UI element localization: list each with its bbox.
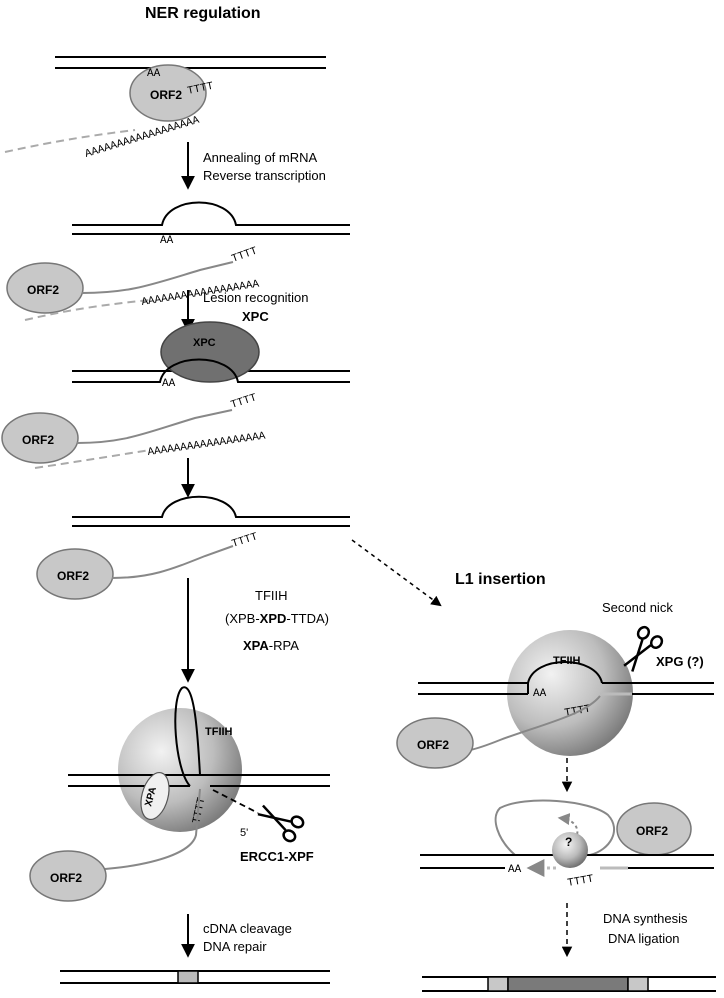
aa-label-l1-2: AA bbox=[508, 864, 522, 876]
l1-stage-1: Second nick TFIIH AA TTTT ORF2 XPG (?) bbox=[396, 600, 714, 793]
step-dna-ligation: DNA ligation bbox=[608, 931, 680, 946]
insert-flank-right bbox=[627, 976, 649, 992]
step-cdna-cleavage: cDNA cleavage bbox=[203, 921, 292, 936]
xpc-label: XPC bbox=[193, 337, 216, 349]
title-l1-insertion: L1 insertion bbox=[455, 571, 546, 588]
step-dna-synthesis: DNA synthesis bbox=[603, 911, 688, 926]
tfiih-label-l1: TFIIH bbox=[553, 655, 581, 667]
cleavage-line bbox=[212, 789, 259, 814]
tttt-label-l1-2: TTTT bbox=[567, 873, 595, 889]
tfiih-sphere-l1 bbox=[507, 630, 633, 756]
stage-6-repaired-dna bbox=[60, 970, 330, 984]
tfiih-label: TFIIH bbox=[205, 726, 233, 738]
step-xpc: XPC bbox=[242, 309, 269, 324]
step-lesion-recognition: Lesion recognition bbox=[203, 290, 309, 305]
scissors-icon-l1 bbox=[623, 625, 664, 672]
title-ner-regulation: NER regulation bbox=[145, 5, 261, 22]
tttt-label-5: TTTT bbox=[191, 796, 208, 825]
tttt-label: TTTT bbox=[186, 81, 215, 98]
xpa-label: XPA bbox=[143, 786, 159, 808]
step-tfiih: TFIIH bbox=[255, 588, 288, 603]
orf2-label-l1: ORF2 bbox=[417, 738, 449, 752]
stage-3: XPC AA ORF2 TTTT AAAAAAAAAAAAAAAAAA bbox=[1, 321, 350, 498]
orf2-protein-2 bbox=[6, 262, 84, 314]
step-reverse-transcription: Reverse transcription bbox=[203, 168, 326, 183]
stage-4: ORF2 TTTT TFIIH (XPB-XPD-TTDA) XPA-RPA bbox=[36, 495, 442, 683]
dna-loop bbox=[174, 686, 201, 787]
arrow-to-l1 bbox=[351, 539, 442, 607]
l1-insert bbox=[507, 976, 629, 992]
poly-a-label: AAAAAAAAAAAAAAAAAA bbox=[84, 114, 202, 160]
stage-2: AA ORF2 TTTT AAAAAAAAAAAAAAAAAA Lesion r… bbox=[6, 201, 350, 333]
mrna-dashed-tail bbox=[4, 129, 136, 153]
l1-loop bbox=[494, 799, 615, 856]
five-prime-label: 5' bbox=[240, 827, 248, 839]
poly-a-label-3: AAAAAAAAAAAAAAAAAA bbox=[147, 430, 267, 458]
xpa-protein bbox=[140, 771, 170, 821]
aa-label-2: AA bbox=[160, 235, 174, 247]
l1-stage-3-inserted-dna bbox=[422, 976, 716, 992]
orf2-protein bbox=[129, 64, 207, 122]
orf2-protein-3 bbox=[1, 412, 79, 464]
orf2-label-3: ORF2 bbox=[22, 433, 54, 447]
xpg-label: XPG (?) bbox=[656, 654, 704, 669]
orf2-label-2: ORF2 bbox=[27, 283, 59, 297]
l1-stage-2: ORF2 ? AA TTTT DNA synthesis DNA ligatio… bbox=[420, 799, 714, 958]
tttt-label-4: TTTT bbox=[231, 531, 260, 551]
stage-5: XPA TFIIH TTTT 5' ERCC1-XPF ORF2 cDNA cl… bbox=[29, 686, 330, 958]
orf2-label-5: ORF2 bbox=[50, 871, 82, 885]
second-nick-label: Second nick bbox=[602, 600, 673, 615]
question-label: ? bbox=[565, 835, 572, 849]
scissors-icon bbox=[257, 804, 305, 843]
stage-1: ORF2 AA TTTT AAAAAAAAAAAAAAAAAA Annealin… bbox=[4, 56, 326, 190]
orf2-label-4: ORF2 bbox=[57, 569, 89, 583]
orf2-protein-l1 bbox=[396, 717, 474, 769]
aa-label-l1: AA bbox=[533, 688, 547, 700]
repair-patch bbox=[177, 970, 199, 984]
step-annealing: Annealing of mRNA bbox=[203, 150, 317, 165]
step-dna-repair: DNA repair bbox=[203, 939, 267, 954]
orf2-protein-5 bbox=[29, 850, 107, 902]
tttt-label-2: TTTT bbox=[230, 245, 259, 265]
aa-label: AA bbox=[147, 68, 161, 80]
xpc-protein bbox=[160, 321, 260, 383]
aa-label-3: AA bbox=[162, 378, 176, 390]
ercc1-xpf-label: ERCC1-XPF bbox=[240, 849, 314, 864]
orf2-label: ORF2 bbox=[150, 88, 182, 102]
step-xpa-rpa: XPA-RPA bbox=[243, 638, 299, 653]
orf2-label-l1-2: ORF2 bbox=[636, 824, 668, 838]
step-xpb-xpd-ttda: (XPB-XPD-TTDA) bbox=[225, 611, 329, 626]
tttt-label-3: TTTT bbox=[230, 392, 259, 412]
unknown-polymerase bbox=[552, 832, 588, 868]
insert-flank-left bbox=[487, 976, 509, 992]
orf2-protein-4 bbox=[36, 548, 114, 600]
